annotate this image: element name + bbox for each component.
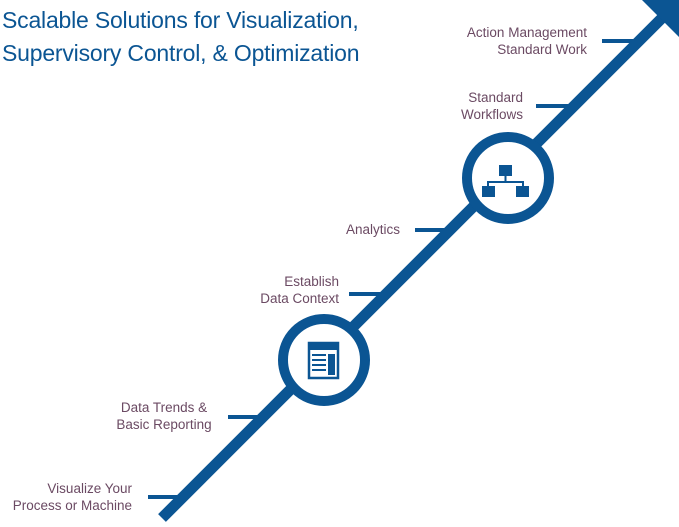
- page-title: Scalable Solutions for Visualization, Su…: [2, 4, 360, 70]
- step-label-line: Workflows: [460, 107, 523, 122]
- step-label-data-trends: Data Trends & Basic Reporting: [110, 399, 218, 433]
- step-label-line: Basic Reporting: [116, 417, 212, 432]
- title-line-1: Scalable Solutions for Visualization,: [2, 7, 359, 33]
- step-label-line: Standard Work: [497, 42, 587, 57]
- step-label-line: Analytics: [345, 222, 400, 237]
- step-label-line: Standard: [468, 90, 523, 105]
- step-label-action-management: Action Management Standard Work: [467, 24, 587, 58]
- step-label-analytics: Analytics: [346, 221, 400, 238]
- step-label-line: Data Context: [260, 291, 339, 306]
- arrow-head: [642, 0, 679, 37]
- step-label-data-context: Establish Data Context: [260, 273, 339, 307]
- document-report-icon: [307, 341, 340, 380]
- step-label-line: Establish: [284, 274, 339, 289]
- step-label-line: Process or Machine: [12, 498, 132, 513]
- hierarchy-network-icon: [482, 165, 529, 197]
- upper-ring: [462, 132, 554, 224]
- step-label-visualize: Visualize Your Process or Machine: [13, 480, 132, 514]
- step-label-standard-workflows: Standard Workflows: [461, 89, 523, 123]
- step-label-line: Data Trends &: [120, 400, 208, 415]
- step-label-line: Action Management: [466, 25, 587, 40]
- title-line-2: Supervisory Control, & Optimization: [2, 40, 360, 66]
- step-label-line: Visualize Your: [47, 481, 132, 496]
- arrow-shaft: [158, 14, 666, 522]
